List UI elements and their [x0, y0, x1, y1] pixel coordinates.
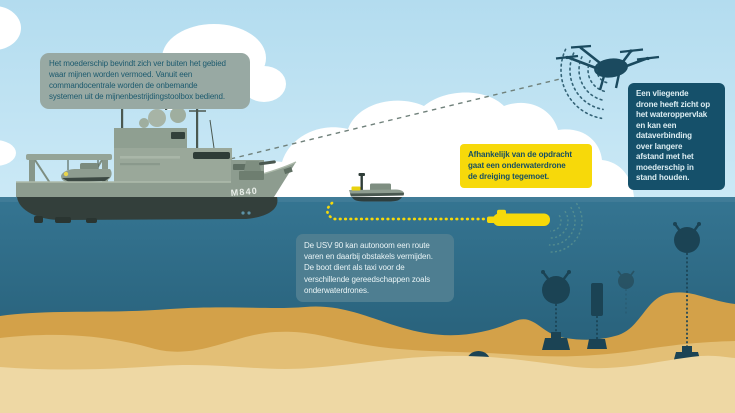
callout-usv: De USV 90 kan autonoom een route varen e… [296, 234, 454, 302]
gun-turret-icon [239, 160, 276, 180]
mothership: M840 [16, 84, 297, 223]
bridge-windows [193, 152, 230, 159]
callout-aerial-drone: Een vliegende drone heeft zicht op het w… [628, 83, 725, 190]
ship-hull [16, 162, 296, 197]
drone-signal-arcs-icon [560, 48, 609, 120]
pillar-mine-icon [587, 283, 607, 349]
daughter-boat-icon [61, 163, 112, 182]
seabed-dune-front [0, 355, 735, 413]
callout-mothership: Het moederschip bevindt zich ver buiten … [40, 53, 250, 109]
cloud [0, 140, 16, 166]
cloud [0, 6, 21, 50]
cloud [242, 66, 286, 102]
aerial-drone-icon [555, 44, 660, 91]
callout-underwater-drone: Afhankelijk van de opdracht gaat een ond… [460, 144, 592, 188]
usv-boat-icon [349, 173, 405, 202]
sonar-arcs-icon [548, 202, 583, 253]
hull-number-label: M840 [230, 186, 258, 198]
radar-dome-icon [148, 109, 166, 127]
comms-dashed-line [221, 78, 561, 162]
moored-mine-icon [541, 270, 571, 350]
radar-dome-icon [170, 107, 186, 123]
drifting-mine-icon [617, 270, 635, 316]
ship-hull-underwater [17, 197, 278, 223]
underwater-drone-icon [487, 209, 550, 226]
deployment-dotted-path [326, 201, 488, 221]
